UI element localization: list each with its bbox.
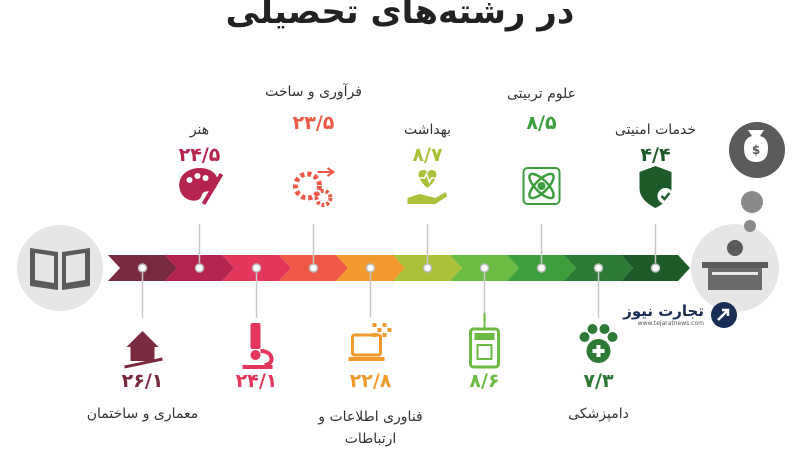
office-desk-icon <box>691 224 779 312</box>
brand-site: www.tejaratnews.com <box>637 320 704 327</box>
brand-logo-icon <box>711 302 737 328</box>
field-value: ۲۴/۱ <box>235 370 278 392</box>
timeline-dot <box>194 263 205 273</box>
field-label: فرآوری و ساخت <box>265 84 362 100</box>
brand-logo: تجارت نیوز www.tejaratnews.com <box>622 298 740 332</box>
microscope-icon <box>242 323 274 369</box>
field-value: ۸/۶ <box>469 370 500 392</box>
timeline-dot <box>650 263 661 273</box>
field-label: هنر <box>189 122 210 138</box>
money-bag-icon: $ <box>729 122 785 232</box>
svg-text:$: $ <box>752 143 760 157</box>
field-label: علوم تربیتی <box>507 86 576 102</box>
health-hand-icon <box>407 170 448 204</box>
house-icon <box>124 331 163 369</box>
field-label: بهداشت <box>403 122 452 138</box>
timeline-dot <box>308 263 319 273</box>
page-title: در رشته‌های تحصیلی <box>225 0 575 32</box>
timeline-dot <box>137 263 148 273</box>
shield-check-icon <box>639 166 674 208</box>
laptop-icon <box>348 323 392 361</box>
atom-icon <box>522 167 561 205</box>
field-label: فناوری اطلاعات و ارتباطات <box>318 409 423 447</box>
field-label: خدمات امنیتی <box>614 122 697 138</box>
field-value: ۴/۴ <box>640 144 671 166</box>
field-value: ۸/۵ <box>526 112 557 134</box>
timeline-dot <box>365 263 376 273</box>
brand-name: تجارت نیوز <box>623 302 704 320</box>
paw-icon <box>579 324 618 363</box>
gears-icon <box>293 167 336 207</box>
timeline-dot <box>251 263 262 273</box>
field-value: ۲۲/۸ <box>349 370 392 392</box>
field-value: ۸/۷ <box>412 144 443 166</box>
timeline-dot <box>593 263 604 273</box>
field-value: ۷/۳ <box>583 370 614 392</box>
press-badge-icon <box>469 313 500 369</box>
timeline-dot <box>536 263 547 273</box>
timeline-dot <box>422 263 433 273</box>
field-value: ۲۳/۵ <box>292 112 335 134</box>
open-book-icon <box>17 225 103 311</box>
field-label: دامپزشکی <box>568 406 629 422</box>
field-value: ۲۶/۱ <box>121 370 164 392</box>
timeline-dot <box>479 263 490 273</box>
field-value: ۲۴/۵ <box>178 144 221 166</box>
palette-icon <box>179 168 224 206</box>
field-label: معماری و ساختمان <box>86 406 199 422</box>
